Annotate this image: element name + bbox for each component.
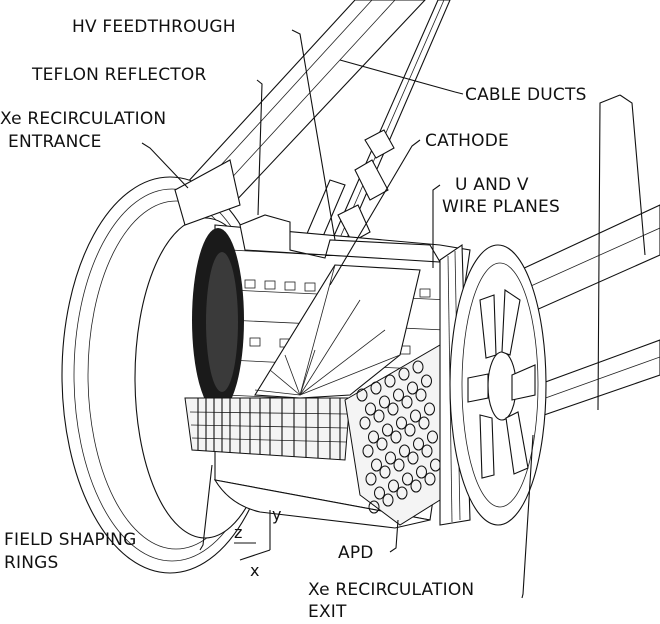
label-field-shaping-line1: FIELD SHAPING bbox=[4, 530, 136, 550]
apd-hole bbox=[404, 423, 416, 437]
cathode-disc bbox=[254, 264, 421, 399]
axis-label-x: x bbox=[250, 561, 259, 580]
apd-hole bbox=[410, 409, 421, 423]
hv-feedthrough-rods bbox=[329, 0, 451, 251]
apd-hole bbox=[373, 409, 385, 423]
label-apd: APD bbox=[338, 543, 374, 563]
apd-hole bbox=[384, 374, 396, 388]
apd-hole bbox=[412, 360, 424, 374]
apd-hole bbox=[401, 395, 413, 409]
apd-hole bbox=[421, 374, 432, 388]
apd-hole bbox=[410, 479, 422, 493]
apd-hole bbox=[393, 388, 404, 402]
apd-hole bbox=[393, 458, 405, 472]
apd-hole bbox=[413, 437, 424, 451]
apd-hole bbox=[388, 479, 399, 493]
apd-hole bbox=[379, 465, 391, 479]
apd-hole bbox=[407, 451, 419, 465]
apd-hole bbox=[356, 388, 368, 402]
apd-hole bbox=[365, 402, 376, 416]
apd-hole bbox=[396, 486, 408, 500]
apd-hole bbox=[362, 444, 374, 458]
apd-hole bbox=[382, 423, 393, 437]
apd-hole bbox=[424, 472, 436, 486]
apd-hole bbox=[371, 458, 382, 472]
label-field-shaping-line2: RINGS bbox=[4, 553, 59, 573]
coordinate-axes bbox=[234, 510, 271, 561]
label-xe-recirculation-exit-line1: Xe RECIRCULATION bbox=[308, 580, 474, 600]
label-xe-recirculation-entrance-line2: ENTRANCE bbox=[8, 132, 102, 152]
apd-hole bbox=[421, 444, 433, 458]
apd-hole bbox=[396, 416, 407, 430]
leader-lines bbox=[141, 29, 646, 599]
exit-end-cap bbox=[449, 244, 547, 526]
teflon-reflector-part bbox=[239, 214, 441, 263]
field-shaping-rings bbox=[184, 397, 351, 461]
label-cable-ducts: CABLE DUCTS bbox=[465, 85, 587, 105]
apd-hole bbox=[415, 388, 427, 402]
label-teflon-reflector: TEFLON REFLECTOR bbox=[31, 65, 206, 85]
label-uv-wire-planes-line2: WIRE PLANES bbox=[442, 197, 560, 217]
apd-hole bbox=[359, 416, 371, 430]
label-uv-wire-planes-line1: U AND V bbox=[455, 175, 529, 195]
label-hv-feedthrough: HV FEEDTHROUGH bbox=[72, 17, 236, 37]
apd-hole bbox=[398, 367, 410, 381]
apd-hole bbox=[374, 486, 385, 500]
apd-hole bbox=[368, 500, 380, 514]
right-cable-ducts bbox=[509, 204, 660, 426]
apd-hole bbox=[418, 416, 430, 430]
apd-hole bbox=[365, 472, 377, 486]
apd-hole bbox=[390, 430, 402, 444]
apd-hole bbox=[368, 430, 379, 444]
apd-holes bbox=[356, 360, 441, 514]
apd-hole bbox=[382, 493, 394, 507]
apd-hole bbox=[385, 451, 396, 465]
label-cathode: CATHODE bbox=[425, 131, 509, 151]
apd-hole bbox=[427, 430, 438, 444]
apd-hole bbox=[424, 402, 435, 416]
apd-hole bbox=[402, 472, 413, 486]
apd-hole bbox=[370, 381, 382, 395]
apd-hole bbox=[379, 395, 390, 409]
apd-hole bbox=[387, 402, 399, 416]
label-xe-recirculation-entrance-line1: Xe RECIRCULATION bbox=[0, 109, 166, 129]
apd-hole bbox=[376, 437, 388, 451]
apd-plane bbox=[344, 344, 441, 526]
label-xe-recirculation-exit-line2: EXIT bbox=[308, 602, 347, 622]
axis-label-z: z bbox=[234, 523, 242, 542]
axis-label-y: y bbox=[272, 505, 281, 524]
apd-hole bbox=[416, 465, 427, 479]
apd-hole bbox=[399, 444, 410, 458]
apd-hole bbox=[407, 381, 418, 395]
x-axis-line bbox=[239, 549, 271, 561]
inner-cavity bbox=[192, 228, 244, 412]
